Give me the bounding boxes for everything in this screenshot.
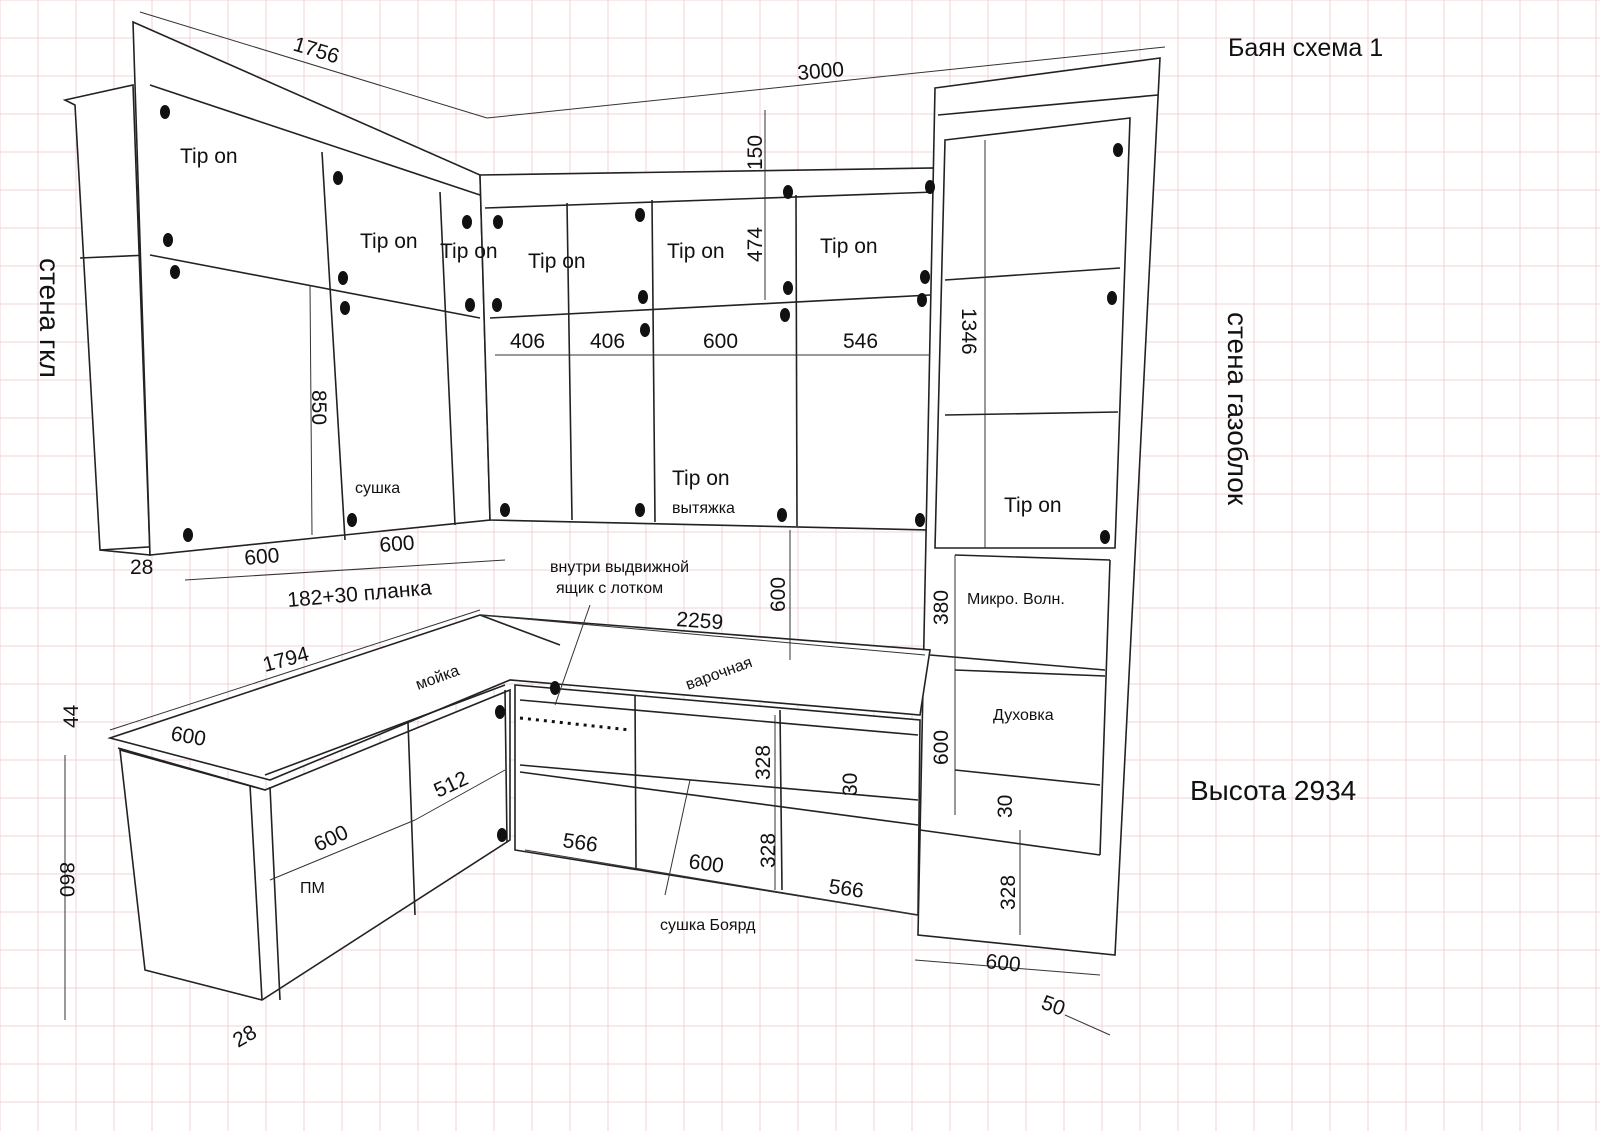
right-wall-label: стена газоблок xyxy=(1222,312,1253,506)
hinge-dot xyxy=(338,271,348,285)
dim-600-oven: 600 xyxy=(930,730,953,765)
plank-label: 182+30 планка xyxy=(286,576,432,612)
dim-406a: 406 xyxy=(510,330,545,353)
dim-850: 850 xyxy=(307,390,330,425)
dim-44: 44 xyxy=(60,704,83,728)
hinge-dot xyxy=(163,233,173,247)
dim-328b: 328 xyxy=(757,833,780,868)
hinge-dot xyxy=(920,270,930,284)
dim-150: 150 xyxy=(744,135,767,170)
dryer-label: сушка xyxy=(355,480,400,497)
hinge-dot xyxy=(925,180,935,194)
tip-on-1: Tip on xyxy=(180,145,238,168)
tip-on-4: Tip on xyxy=(528,250,586,273)
hinge-dot xyxy=(347,513,357,527)
dim-30-column: 30 xyxy=(994,795,1017,818)
hinge-dot xyxy=(783,185,793,199)
diagram-title: Баян схема 1 xyxy=(1228,34,1383,62)
hinge-dot xyxy=(640,323,650,337)
tip-on-5: Tip on xyxy=(667,240,725,263)
hinge-dot xyxy=(638,290,648,304)
hinge-dot xyxy=(183,528,193,542)
tip-on-2: Tip on xyxy=(360,230,418,253)
oven-label: Духовка xyxy=(993,707,1054,724)
dim-3000: 3000 xyxy=(796,58,845,85)
dim-28-bottom: 28 xyxy=(229,1021,261,1053)
tip-on-7: Tip on xyxy=(672,467,730,490)
dim-600: 600 xyxy=(703,330,738,353)
dim-566a: 566 xyxy=(561,829,599,857)
dim-28-top: 28 xyxy=(130,556,153,579)
dim-30-lower: 30 xyxy=(839,773,862,796)
hinge-dot xyxy=(493,215,503,229)
dim-600b: 600 xyxy=(379,532,416,557)
lower-left-cabinets xyxy=(119,684,511,1001)
hinge-dot xyxy=(783,281,793,295)
dim-860: 860 xyxy=(55,862,78,897)
left-wall-label: стена гкл xyxy=(34,258,65,378)
dim-328a: 328 xyxy=(752,745,775,780)
hinge-dot xyxy=(495,705,505,719)
dim-328-column: 328 xyxy=(997,875,1020,910)
microwave-label: Микро. Волн. xyxy=(967,591,1065,608)
boyard-dryer-label: сушка Боярд xyxy=(660,917,756,934)
drawer-note-line1: внутри выдвижной xyxy=(550,559,689,576)
hinge-dot xyxy=(777,508,787,522)
hinge-dot xyxy=(333,171,343,185)
hinge-dot xyxy=(1100,530,1110,544)
hinge-dot xyxy=(462,215,472,229)
hinge-dot xyxy=(465,298,475,312)
hinge-dot xyxy=(340,301,350,315)
hinge-dot xyxy=(780,308,790,322)
dim-406b: 406 xyxy=(590,330,625,353)
hinge-dot xyxy=(170,265,180,279)
hood-label: вытяжка xyxy=(672,500,735,517)
tall-column xyxy=(917,57,1161,956)
dim-474: 474 xyxy=(744,227,767,262)
dim-546: 546 xyxy=(843,330,878,353)
dim-2259: 2259 xyxy=(676,608,724,634)
hinge-dot xyxy=(635,208,645,222)
dim-566b: 566 xyxy=(827,875,865,903)
dim-backsplash-600: 600 xyxy=(767,577,790,612)
hinge-dot xyxy=(500,503,510,517)
tip-on-3: Tip on xyxy=(440,240,498,263)
hinge-dots xyxy=(160,105,1123,842)
dishwasher-label: ПМ xyxy=(300,880,325,897)
tip-on-8: Tip on xyxy=(1004,494,1062,517)
dim-1346: 1346 xyxy=(957,308,980,355)
tip-on-6: Tip on xyxy=(820,235,878,258)
height-label: Высота 2934 xyxy=(1190,775,1356,806)
hinge-dot xyxy=(160,105,170,119)
dim-600-column: 600 xyxy=(984,950,1021,977)
lower-right-cabinets xyxy=(514,684,921,916)
hinge-dot xyxy=(635,503,645,517)
hinge-dot xyxy=(492,298,502,312)
dimension-lines xyxy=(64,11,1166,1036)
dim-380: 380 xyxy=(930,590,953,625)
hinge-dot xyxy=(497,828,507,842)
hinge-dot xyxy=(1113,143,1123,157)
hinge-dot xyxy=(1107,291,1117,305)
drawer-note-line2: ящик с лотком xyxy=(556,580,663,597)
hinge-dot xyxy=(917,293,927,307)
hinge-dot xyxy=(550,681,560,695)
dim-600a: 600 xyxy=(243,544,280,570)
hinge-dot xyxy=(915,513,925,527)
dim-600c: 600 xyxy=(687,850,725,878)
upper-left-cabinets xyxy=(62,20,491,556)
